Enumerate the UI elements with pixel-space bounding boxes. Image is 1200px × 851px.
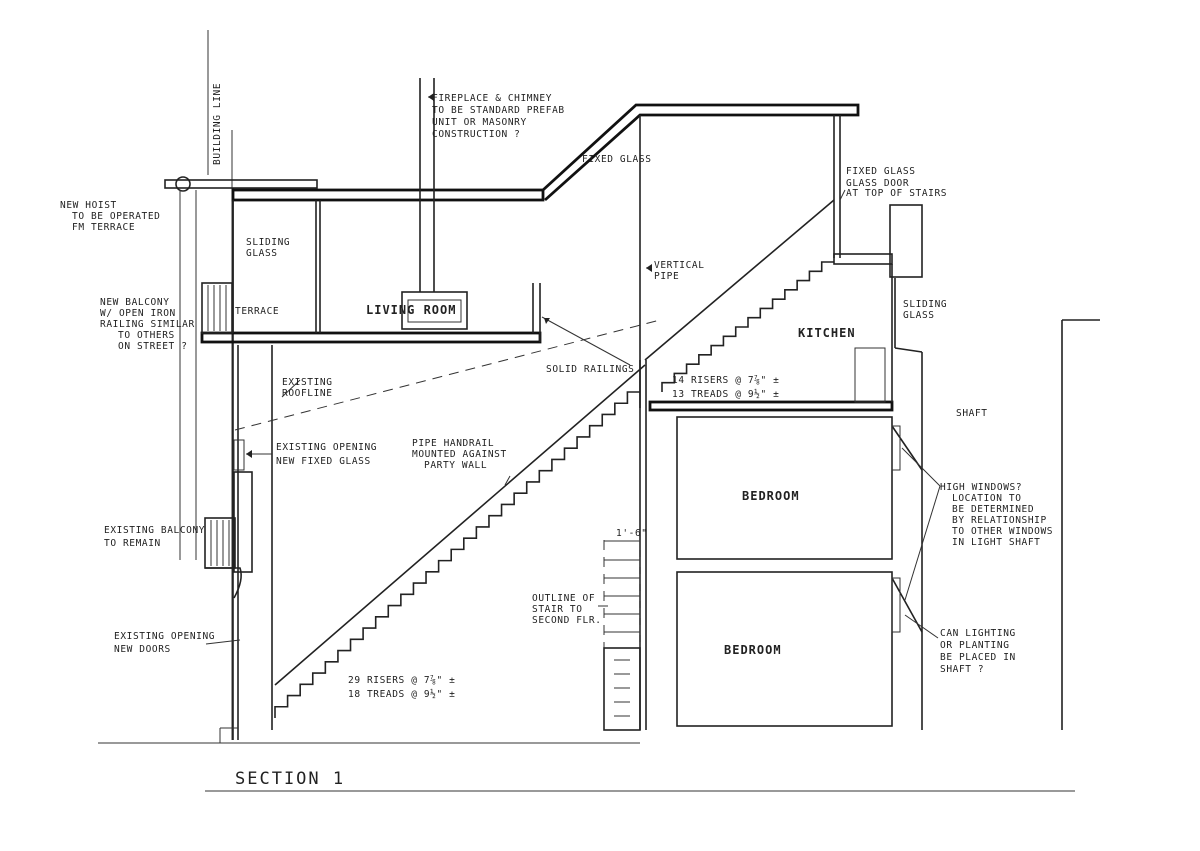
existing-roofline-label: EXISTING <box>282 377 333 388</box>
high-windows-label-2: LOCATION TO <box>952 493 1022 504</box>
fixed-glass-door-label: FIXED GLASS <box>846 166 916 177</box>
pipe-handrail-label-3: PARTY WALL <box>424 460 487 471</box>
fireplace-label-4: CONSTRUCTION ? <box>432 129 520 140</box>
living-floor <box>200 200 542 344</box>
new-hoist-label-3: FM TERRACE <box>72 222 135 233</box>
building-line <box>207 30 233 740</box>
existing-opening-bottom-label: EXISTING OPENING <box>114 631 215 642</box>
new-balcony-label: NEW BALCONY <box>100 297 170 308</box>
upper-stair-treads: 13 TREADS @ 9½" ± <box>672 389 779 400</box>
lower-stair-treads: 18 TREADS @ 9½" ± <box>348 689 455 700</box>
new-balcony-label-4: TO OTHERS <box>118 330 175 341</box>
sliding-glass-label-2: GLASS <box>246 248 278 259</box>
can-lighting-label-3: BE PLACED IN <box>940 652 1016 663</box>
fixed-glass-label: FIXED GLASS <box>582 154 652 165</box>
new-balcony-label-3: RAILING SIMILAR <box>100 319 195 330</box>
kitchen-floor <box>648 204 923 412</box>
shaft-label: SHAFT <box>956 408 988 419</box>
pipe-handrail-label-2: MOUNTED AGAINST <box>412 449 507 460</box>
sliding-glass-label: SLIDING <box>246 237 290 248</box>
fireplace-label-2: TO BE STANDARD PREFAB <box>432 105 565 116</box>
high-windows-label-6: IN LIGHT SHAFT <box>952 537 1040 548</box>
new-balcony <box>201 282 233 334</box>
new-balcony-label-5: ON STREET ? <box>118 341 188 352</box>
fixed-glass-door-label-2: GLASS DOOR <box>846 178 909 189</box>
lower-stair-risers: 29 RISERS @ 7⅞" ± <box>348 675 455 686</box>
outline-stair-label-3: SECOND FLR. <box>532 615 602 626</box>
solid-railings-label: SOLID RAILINGS <box>546 364 634 375</box>
roof-structure <box>231 103 860 408</box>
bedroom-lower-label: BEDROOM <box>724 643 782 657</box>
high-windows-label-4: BY RELATIONSHIP <box>952 515 1047 526</box>
can-lighting-label-4: SHAFT ? <box>940 664 984 675</box>
section-title: SECTION 1 <box>235 769 345 789</box>
high-windows-label: HIGH WINDOWS? <box>940 482 1022 493</box>
existing-balcony <box>204 471 253 599</box>
upper-stair <box>644 199 835 392</box>
arrowheads <box>246 93 652 458</box>
high-windows-label-5: TO OTHER WINDOWS <box>952 526 1053 537</box>
central-wall <box>639 360 647 730</box>
terrace-label: TERRACE <box>235 306 279 317</box>
sliding-glass-kitchen-label-2: GLASS <box>903 310 935 321</box>
existing-opening-bottom-label-2: NEW DOORS <box>114 644 171 655</box>
existing-balcony-label: EXISTING BALCONY <box>104 525 205 536</box>
existing-roofline <box>234 319 661 431</box>
lower-stair <box>274 364 646 718</box>
fireplace-label-3: UNIT OR MASONRY <box>432 117 527 128</box>
existing-opening-label: EXISTING OPENING <box>276 442 377 453</box>
can-lighting-label-2: OR PLANTING <box>940 640 1010 651</box>
pipe-handrail-label: PIPE HANDRAIL <box>412 438 494 449</box>
dimension-label: 1'-6" <box>616 528 648 539</box>
vertical-pipe-label-2: PIPE <box>654 271 679 282</box>
bedroom-upper <box>676 416 893 560</box>
new-hoist-label: NEW HOIST <box>60 200 117 211</box>
kitchen-label: KITCHEN <box>798 326 856 340</box>
outline-stair-label: OUTLINE OF <box>532 593 595 604</box>
fireplace-label: FIREPLACE & CHIMNEY <box>432 93 552 104</box>
existing-roofline-label-2: ROOFLINE <box>282 388 333 399</box>
existing-opening-upper <box>233 439 245 471</box>
stair-outline <box>603 540 641 731</box>
annotations: BUILDING LINE NEW HOIST TO BE OPERATED F… <box>60 83 1053 700</box>
high-windows-label-3: BE DETERMINED <box>952 504 1034 515</box>
title-block: SECTION 1 <box>205 769 1075 792</box>
outline-stair-label-2: STAIR TO <box>532 604 583 615</box>
hoist-beam <box>164 176 318 560</box>
new-hoist-label-2: TO BE OPERATED <box>72 211 160 222</box>
chimney <box>401 78 468 330</box>
existing-balcony-label-2: TO REMAIN <box>104 538 161 549</box>
existing-opening-label-2: NEW FIXED GLASS <box>276 456 371 467</box>
new-balcony-label-2: W/ OPEN IRON <box>100 308 176 319</box>
sliding-glass-kitchen-label: SLIDING <box>903 299 947 310</box>
can-lighting-label: CAN LIGHTING <box>940 628 1016 639</box>
bedroom-lower <box>676 571 893 727</box>
bedroom-upper-label: BEDROOM <box>742 489 800 503</box>
upper-stair-risers: 14 RISERS @ 7⅞" ± <box>672 375 779 386</box>
building-line-label: BUILDING LINE <box>212 83 223 165</box>
living-room-label: LIVING ROOM <box>366 303 456 317</box>
fixed-glass-door-label-3: AT TOP OF STAIRS <box>846 188 947 199</box>
vertical-pipe-label: VERTICAL <box>654 260 705 271</box>
